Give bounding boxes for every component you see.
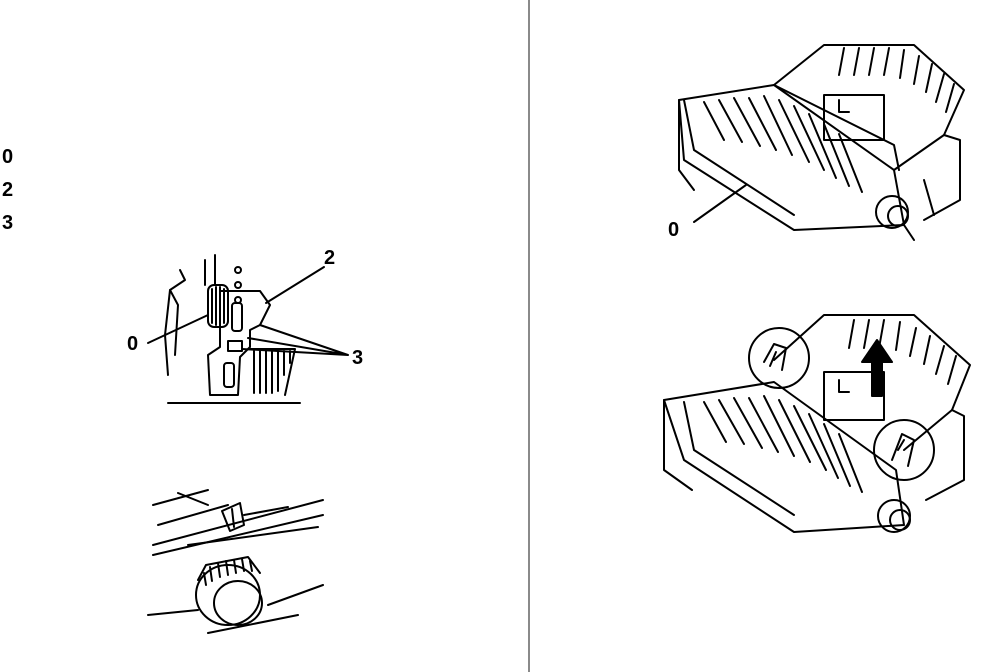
guide-callout-3: 3 (352, 348, 363, 368)
list-marker-2: 2 (2, 180, 13, 200)
guide-callout-1: 0 (127, 334, 138, 354)
guide-callout-2: 2 (324, 248, 335, 268)
printer-top-cover-illustration (664, 40, 970, 240)
list-marker-1: 0 (2, 147, 13, 167)
printer-callout-1: 0 (668, 220, 679, 240)
printer-remove-cover-illustration (664, 310, 970, 540)
paper-guide-illustration (120, 245, 400, 405)
list-marker-3: 3 (2, 213, 13, 233)
page-divider (528, 0, 530, 672)
platen-knob-illustration (148, 485, 328, 635)
